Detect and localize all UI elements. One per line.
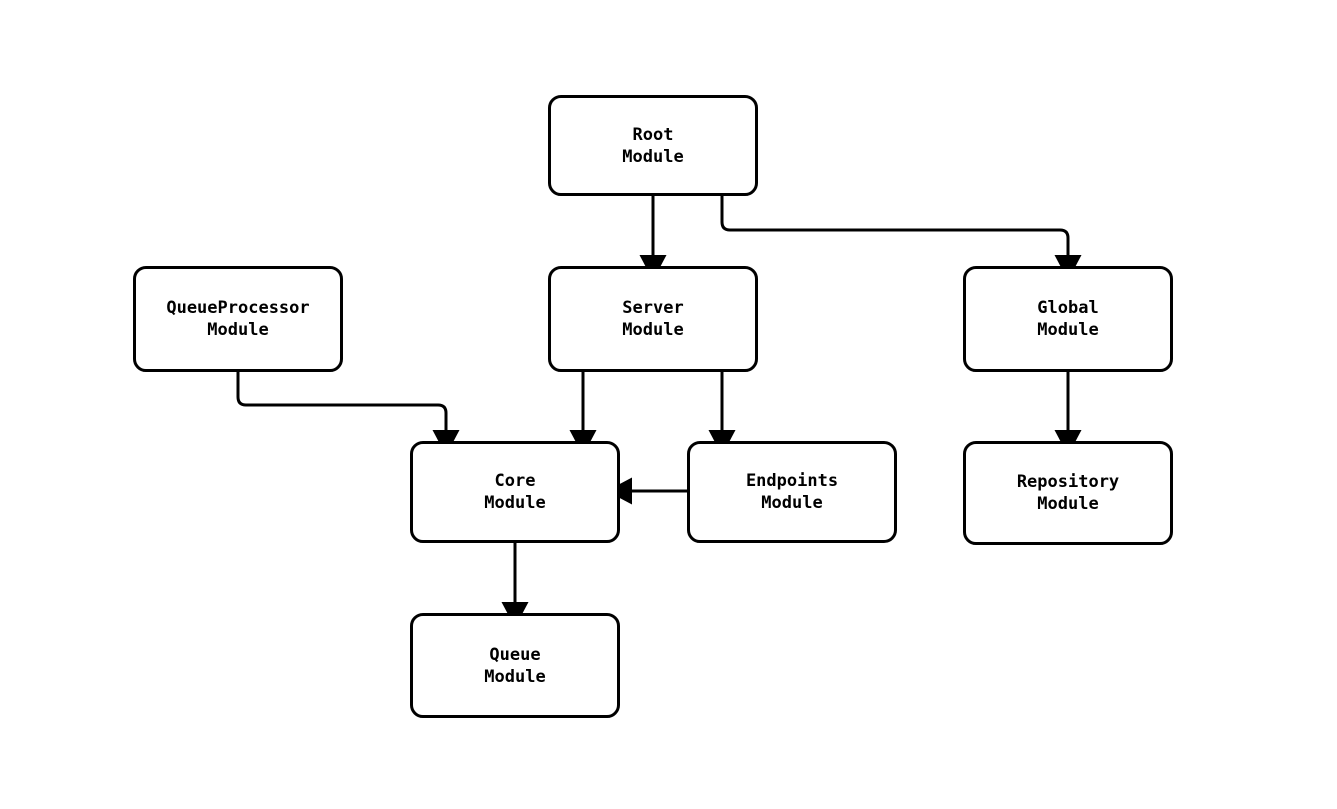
node-endpoints-label: Endpoints Module <box>745 471 839 513</box>
edge-queueprocessor-to-core <box>236 372 460 456</box>
node-queue[interactable]: Queue Module <box>410 613 620 718</box>
node-repository-label: Repository Module <box>1016 472 1120 514</box>
node-repository[interactable]: Repository Module <box>963 441 1173 545</box>
edge-root-to-global <box>720 196 1082 281</box>
node-core[interactable]: Core Module <box>410 441 620 543</box>
node-core-label: Core Module <box>484 471 546 513</box>
node-server-label: Server Module <box>622 298 684 340</box>
node-root[interactable]: Root Module <box>548 95 758 196</box>
node-root-label: Root Module <box>622 124 684 167</box>
node-global-label: Global Module <box>1037 298 1099 340</box>
node-queueprocessor[interactable]: QueueProcessor Module <box>133 266 343 372</box>
node-server[interactable]: Server Module <box>548 266 758 372</box>
node-global[interactable]: Global Module <box>963 266 1173 372</box>
node-endpoints[interactable]: Endpoints Module <box>687 441 897 543</box>
node-queueprocessor-label: QueueProcessor Module <box>166 298 310 340</box>
node-queue-label: Queue Module <box>484 644 546 687</box>
